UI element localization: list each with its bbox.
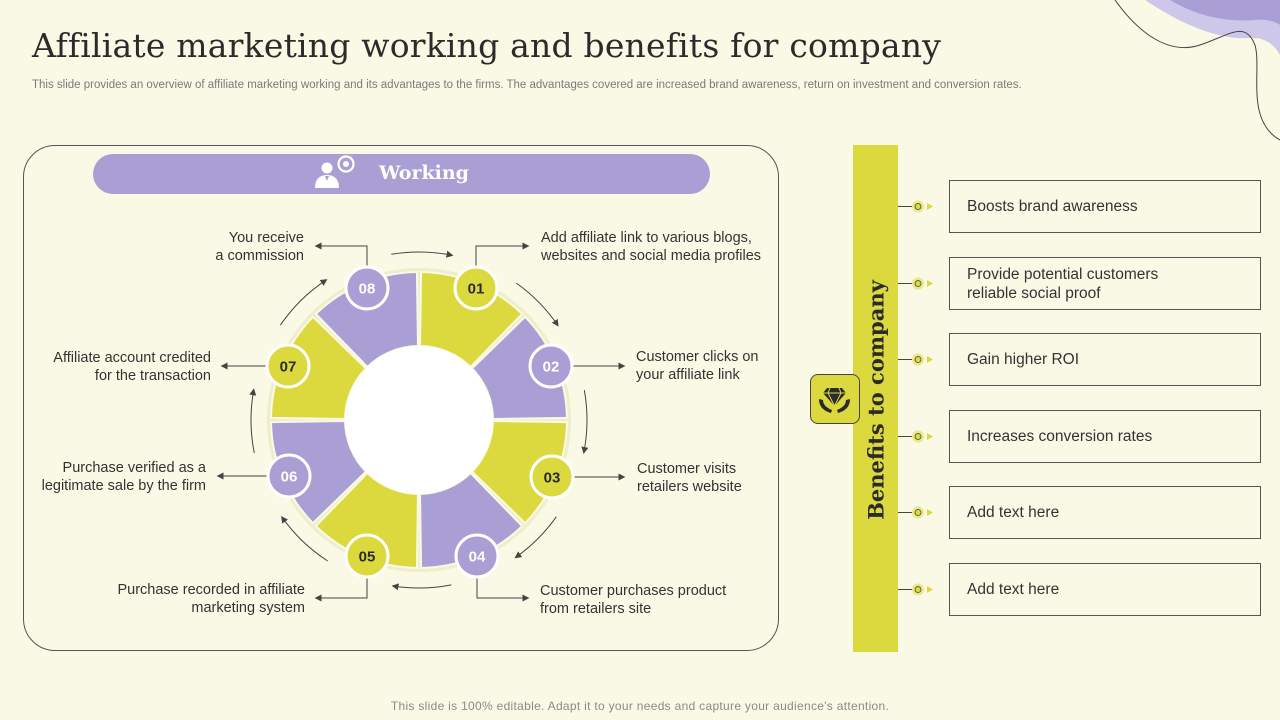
bullet-arrow-icon: [898, 430, 933, 443]
step-node-8: 08: [344, 265, 390, 311]
cycle-arrow: [281, 515, 328, 562]
cycle-arrow: [515, 282, 559, 327]
bullet-arrow-icon: [898, 506, 933, 519]
footer-note: This slide is 100% editable. Adapt it to…: [390, 699, 890, 713]
step-node-6: 06: [266, 453, 312, 499]
working-label: Working: [379, 162, 469, 184]
step-number: 04: [469, 549, 486, 566]
step-number: 05: [359, 549, 376, 566]
benefit-item-1: Boosts brand awareness: [949, 180, 1261, 233]
step-node-4: 04: [454, 533, 500, 579]
step-text-7: Affiliate account credited for the trans…: [53, 350, 211, 384]
working-header-pill: [93, 154, 710, 194]
step-leader-line: [476, 578, 530, 602]
step-node-3: 03: [529, 454, 575, 500]
benefit-item-6: Add text here: [949, 563, 1261, 616]
diamond-in-hands-icon: [819, 387, 850, 413]
step-number: 02: [543, 359, 560, 376]
step-text-2: Customer clicks on your affiliate link: [636, 349, 759, 383]
step-text-1: Add affiliate link to various blogs, web…: [541, 230, 762, 264]
step-node-7: 07: [265, 343, 311, 389]
step-text-8: You receive a commission: [215, 230, 304, 264]
cycle-arrow: [279, 279, 328, 326]
cycle-arrow: [391, 583, 452, 591]
step-leader-line: [314, 578, 368, 602]
step-node-1: 01: [453, 265, 499, 311]
cycle-arrow: [581, 390, 589, 455]
step-number: 07: [280, 359, 297, 376]
benefit-item-5: Add text here: [949, 486, 1261, 539]
benefit-item-4: Increases conversion rates: [949, 410, 1261, 463]
bullet-arrow-icon: [898, 200, 933, 213]
step-number: 08: [359, 281, 376, 298]
bullet-arrow-icon: [898, 277, 933, 290]
diamond-in-hands-badge: [810, 374, 860, 424]
step-text-6: Purchase verified as a legitimate sale b…: [41, 460, 206, 494]
benefit-item-3: Gain higher ROI: [949, 333, 1261, 386]
user-with-gear-icon: [315, 155, 355, 188]
step-number: 01: [468, 281, 485, 298]
step-number: 06: [281, 469, 298, 486]
benefits-bar: [853, 145, 898, 652]
step-text-3: Customer visits retailers website: [637, 461, 742, 495]
benefit-item-2: Provide potential customers reliable soc…: [949, 257, 1261, 310]
page-subtitle: This slide provides an overview of affil…: [32, 79, 1022, 91]
cycle-arrow: [391, 250, 454, 258]
step-node-2: 02: [528, 343, 574, 389]
step-number: 03: [544, 470, 561, 487]
step-node-5: 05: [344, 533, 390, 579]
wheel-center: [345, 346, 493, 494]
step-text-5: Purchase recorded in affiliate marketing…: [117, 582, 305, 616]
cycle-arrow: [514, 516, 557, 559]
corner-wave-decoration: [1114, 0, 1280, 141]
page-title: Affiliate marketing working and benefits…: [32, 26, 942, 65]
working-cycle-diagram: 01 02 03 04 05 06 07 08: [216, 242, 626, 602]
step-leader-line: [475, 242, 530, 266]
step-leader-line: [314, 242, 368, 266]
step-text-4: Customer purchases product from retailer…: [540, 583, 727, 617]
bullet-arrow-icon: [898, 583, 933, 596]
cycle-arrow: [249, 388, 257, 454]
working-section-frame: [23, 145, 779, 651]
bullet-arrow-icon: [898, 353, 933, 366]
